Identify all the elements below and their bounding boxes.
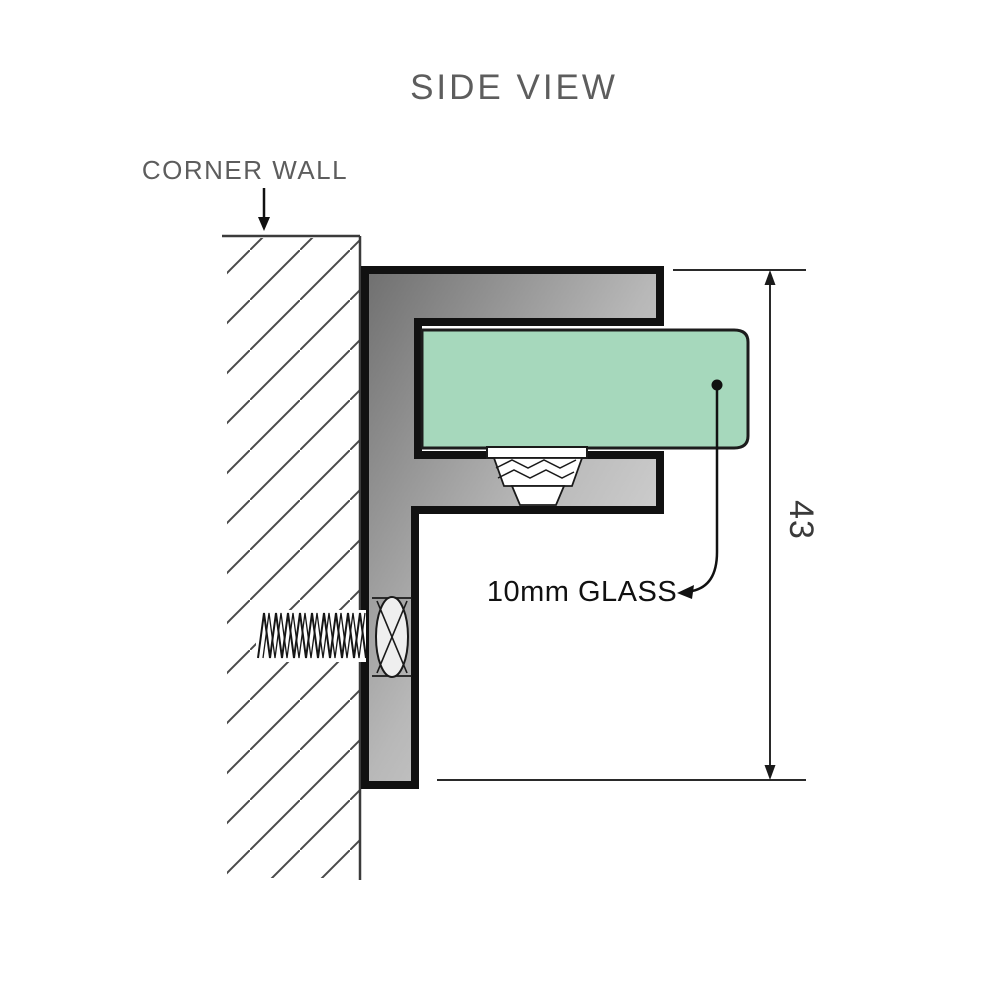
- grub-screw-pad: [486, 446, 588, 506]
- pad-thread-line: [497, 469, 575, 479]
- screw-head-cross-line: [376, 600, 408, 674]
- glass-callout: [677, 379, 723, 599]
- dimension-arrowhead-down-icon: [764, 765, 776, 780]
- glass-label: 10mm GLASS: [487, 576, 677, 608]
- pad-thread-line: [495, 459, 577, 469]
- bracket-profile: [361, 266, 664, 789]
- pad-foot: [510, 485, 566, 506]
- dimension-arrowhead-up-icon: [764, 270, 776, 285]
- glass-leader-arrowhead-icon: [677, 585, 694, 599]
- wall-hatching: [227, 238, 360, 878]
- screw-thread-inner: [262, 612, 366, 659]
- glass-leader-line: [691, 390, 719, 593]
- dimension-value: 43: [782, 500, 820, 540]
- diagram-title: SIDE VIEW: [410, 68, 618, 107]
- glass-leader-dot: [711, 379, 723, 391]
- corner-wall-arrow: [258, 188, 270, 231]
- corner-wall: [222, 234, 362, 880]
- dimension-43: 43: [437, 269, 820, 781]
- glass-panel: [420, 328, 750, 450]
- screw-thread: [257, 612, 367, 659]
- wall-screw: [256, 596, 412, 678]
- pad-top-plate: [486, 446, 588, 459]
- corner-wall-label: CORNER WALL: [142, 155, 348, 185]
- corner-wall-arrowhead-icon: [258, 217, 270, 231]
